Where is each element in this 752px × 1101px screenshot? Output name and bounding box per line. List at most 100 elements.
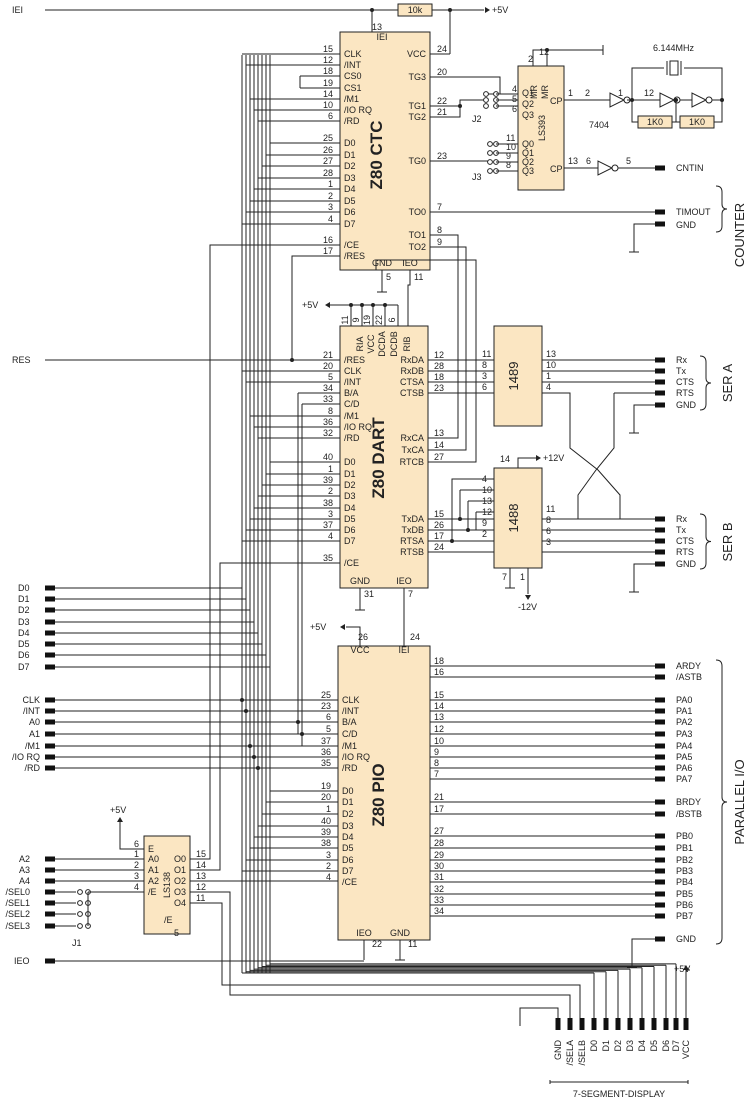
pin-number: 17 xyxy=(434,531,444,541)
signal-sera: CTS xyxy=(676,377,694,387)
pin-number: 31 xyxy=(434,872,444,882)
pin-number: 11 xyxy=(546,504,555,514)
pin-number: 5 xyxy=(328,372,333,382)
pin-number: 33 xyxy=(323,394,333,404)
jumper-contact xyxy=(77,911,83,917)
signal-pio: PB7 xyxy=(676,911,693,921)
pin-label: TG1 xyxy=(408,101,426,111)
resistor-1k0-b-label: 1K0 xyxy=(689,117,705,127)
junction-dot xyxy=(383,303,387,307)
junction-dot xyxy=(720,98,724,102)
pin-number: 21 xyxy=(323,350,333,360)
seg-pin-label: VCC xyxy=(681,1040,691,1060)
inverter-7404-c xyxy=(691,92,708,108)
pin-label: D6 xyxy=(344,207,356,217)
pin-number: 12 xyxy=(434,724,444,734)
supply-arrow xyxy=(536,455,541,461)
signal-pio: PB0 xyxy=(676,831,693,841)
pin-label: D6 xyxy=(344,525,356,535)
pin-number: 37 xyxy=(323,520,333,530)
pin-label: TG0 xyxy=(408,156,426,166)
connector-pad xyxy=(45,641,55,647)
signal-pio: PA3 xyxy=(676,729,692,739)
pin-number: 18 xyxy=(434,372,444,382)
connector-pad xyxy=(45,652,55,658)
pin-number: 10 xyxy=(434,736,444,746)
pin-label: CLK xyxy=(342,695,360,705)
pin-label: CLK xyxy=(344,366,362,376)
junction-dot xyxy=(450,539,454,543)
pin-number: 4 xyxy=(328,214,333,224)
signal-pio: BRDY xyxy=(676,797,701,807)
pin-number: 2 xyxy=(528,54,533,64)
connector-pad xyxy=(655,765,665,771)
signal-pio: PA5 xyxy=(676,752,692,762)
pin-label: /INT xyxy=(344,377,362,387)
pin-number: 3 xyxy=(326,850,331,860)
pin-number: 5 xyxy=(174,928,179,938)
pin-label: D3 xyxy=(342,821,354,831)
pin-number: 34 xyxy=(323,383,333,393)
junction-dot xyxy=(349,303,353,307)
pin-number: 35 xyxy=(323,553,333,563)
wire-pio-5v xyxy=(346,626,361,646)
signal-counter-gnd: GND xyxy=(676,220,697,230)
junction-dot xyxy=(371,303,375,307)
signal-data: D1 xyxy=(18,594,30,604)
connector-pad xyxy=(45,630,55,636)
connector-pad xyxy=(655,731,665,737)
pin-number: 32 xyxy=(323,428,333,438)
connector-pad-seg xyxy=(555,1018,561,1030)
pin-number: 6 xyxy=(586,156,591,166)
connector-pad-seg xyxy=(579,1018,585,1030)
pin-number: 1 xyxy=(134,849,139,859)
connector-pad xyxy=(655,845,665,851)
connector-pad xyxy=(655,743,665,749)
signal-ctrl: A1 xyxy=(29,729,40,739)
pin-number: 14 xyxy=(196,860,206,870)
pin-number: 6 xyxy=(326,712,331,722)
pin-number: 6 xyxy=(546,526,551,536)
supply-5v-dart: +5V xyxy=(302,300,318,310)
junction-dot xyxy=(674,98,678,102)
signal-sel: /SEL0 xyxy=(5,887,30,897)
inverter-7404-label: 7404 xyxy=(589,120,609,130)
pin-label: CTSA xyxy=(400,377,424,387)
pin-number: 4 xyxy=(512,84,517,94)
supply-minus-12v: -12V xyxy=(518,602,537,612)
pin-number: 22 xyxy=(374,315,384,325)
signal-timout: TIMOUT xyxy=(676,207,711,217)
pin-label: IEO xyxy=(402,258,418,268)
junction-dot xyxy=(290,358,294,362)
pin-number: 9 xyxy=(506,151,511,161)
signal-data: D6 xyxy=(18,650,30,660)
pin-number: 5 xyxy=(512,94,517,104)
wire-seg-gnd xyxy=(519,1007,559,1026)
signal-sera: RTS xyxy=(676,388,694,398)
signal-pio: ARDY xyxy=(676,661,701,671)
connector-pad xyxy=(45,708,55,714)
pin-label: D0 xyxy=(342,786,354,796)
connector-pad xyxy=(655,902,665,908)
connector-pad xyxy=(655,402,665,408)
pin-label: D4 xyxy=(344,184,356,194)
pin-number: 27 xyxy=(323,156,333,166)
jumper-contact xyxy=(77,900,83,906)
chip-z80-dart-name: Z80 DART xyxy=(369,417,388,499)
pin-number: 6 xyxy=(134,839,139,849)
pin-label: Q1 xyxy=(522,88,534,98)
pin-number: 14 xyxy=(323,89,333,99)
signal-res: RES xyxy=(12,355,31,365)
pin-label: TG3 xyxy=(408,72,426,82)
chip-z80-pio xyxy=(337,645,431,941)
wire-sera-gnd xyxy=(633,404,655,425)
jumper-contact xyxy=(483,91,489,97)
pin-number: 3 xyxy=(482,371,487,381)
connector-pad xyxy=(655,708,665,714)
pin-number: 10 xyxy=(323,100,333,110)
wire-sel-dart xyxy=(190,562,254,871)
signal-serb: Tx xyxy=(676,525,686,535)
pin-label: Q2 xyxy=(522,157,534,167)
wire-ctc-res xyxy=(291,255,340,360)
pin-label: IEI xyxy=(398,645,409,655)
